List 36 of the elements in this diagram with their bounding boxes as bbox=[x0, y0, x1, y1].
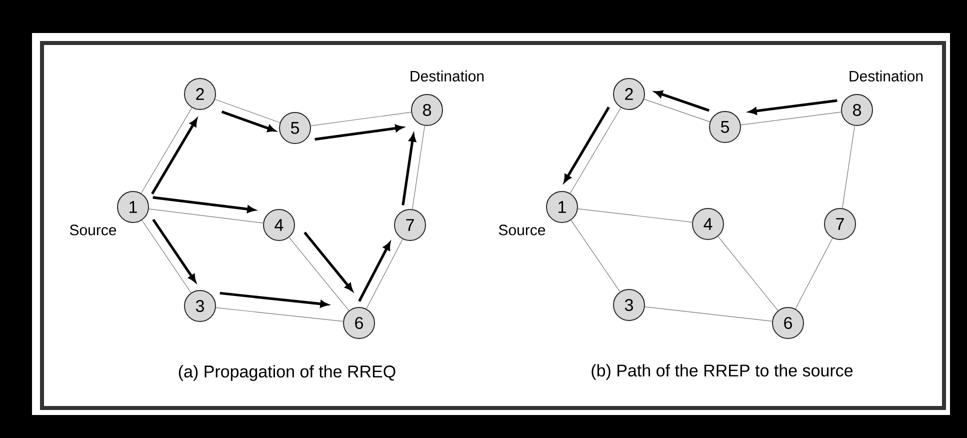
arrow bbox=[402, 134, 416, 206]
link-line bbox=[140, 107, 192, 194]
node-caption: Source bbox=[70, 224, 116, 236]
link-line bbox=[578, 208, 692, 222]
node-caption: Destination bbox=[410, 70, 484, 82]
link-line bbox=[795, 238, 833, 310]
arrow bbox=[358, 242, 390, 302]
link-line bbox=[310, 112, 412, 126]
arrow bbox=[304, 232, 353, 292]
link-line bbox=[718, 236, 778, 311]
arrow bbox=[564, 106, 610, 182]
link-line bbox=[842, 126, 855, 208]
link-line bbox=[216, 307, 344, 322]
arrow bbox=[151, 118, 198, 194]
link-line bbox=[570, 220, 620, 292]
link-line bbox=[288, 237, 350, 311]
arrow bbox=[654, 90, 710, 112]
arrow bbox=[152, 196, 256, 213]
caption: (a) Propagation of the RREQ bbox=[178, 365, 396, 381]
link-line bbox=[644, 306, 772, 322]
link-line bbox=[644, 98, 710, 122]
caption: (b) Path of the RREP to the source bbox=[592, 364, 853, 380]
link-line bbox=[570, 107, 622, 194]
link-line bbox=[148, 208, 264, 224]
node-caption: Source bbox=[498, 224, 546, 236]
link-line bbox=[214, 99, 280, 123]
node-caption: Destination bbox=[850, 70, 923, 82]
link-line bbox=[366, 238, 403, 310]
arrow bbox=[221, 110, 276, 132]
link-line bbox=[412, 126, 425, 210]
arrow bbox=[220, 292, 328, 308]
arrow bbox=[314, 124, 404, 141]
arrow bbox=[152, 218, 196, 282]
link-line bbox=[740, 112, 842, 126]
arrow bbox=[748, 99, 838, 115]
link-line bbox=[142, 220, 192, 294]
